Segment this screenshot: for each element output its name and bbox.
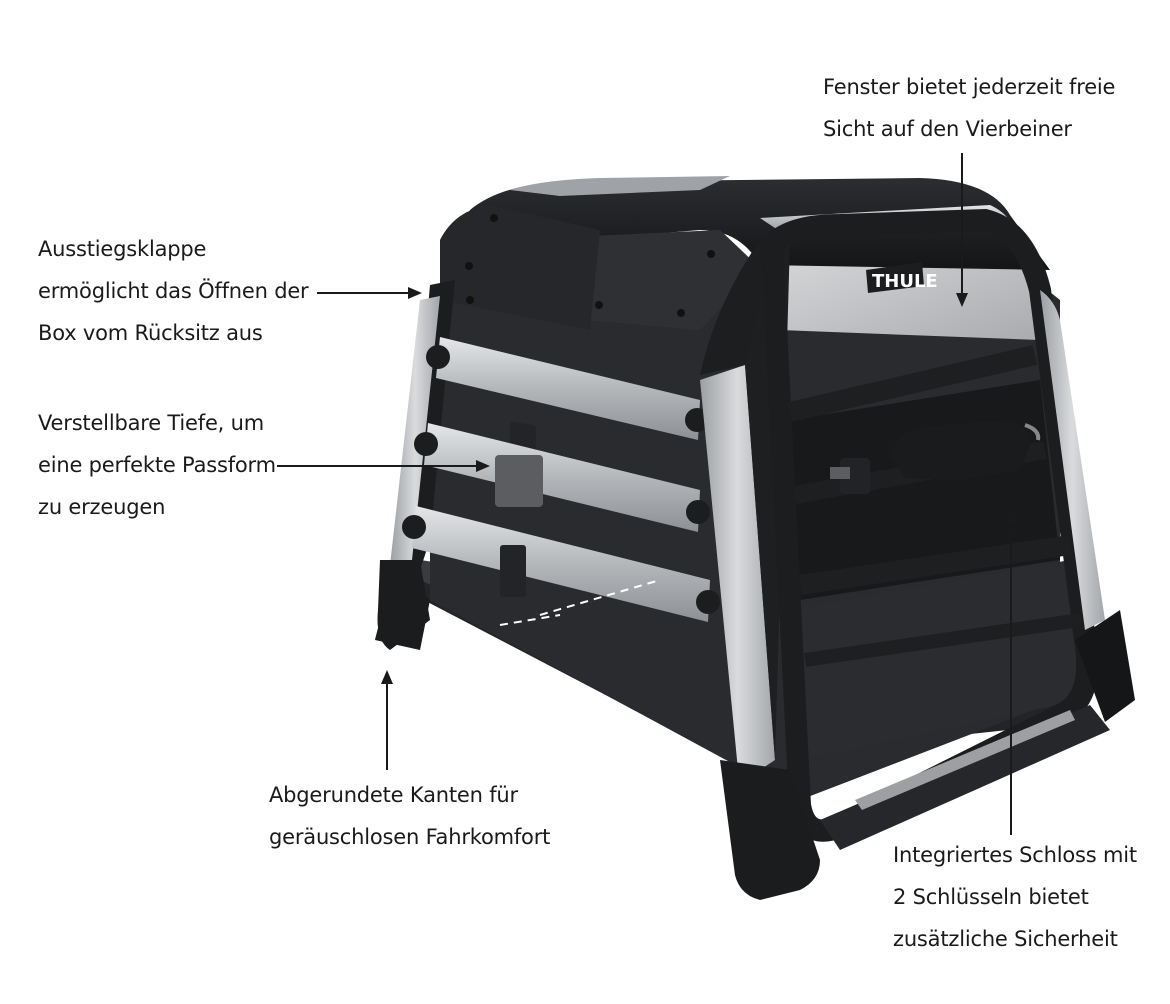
callout-lock: Integriertes Schloss mit 2 Schlüsseln bi… xyxy=(893,834,1137,960)
callout-hatch-line-3: Box vom Rücksitz aus xyxy=(38,321,263,345)
svg-text:THULE: THULE xyxy=(872,271,938,292)
arrow-lock xyxy=(1005,510,1017,835)
callout-hatch-line-2: ermöglicht das Öffnen der xyxy=(38,279,309,303)
callout-hatch: Ausstiegsklappe ermöglicht das Öffnen de… xyxy=(38,228,309,354)
callout-depth-line-3: zu erzeugen xyxy=(38,495,166,519)
callout-edges: Abgerundete Kanten für geräuschlosen Fah… xyxy=(269,774,550,858)
crate-feet xyxy=(377,560,1110,900)
callout-depth-line-2: eine perfekte Passform xyxy=(38,453,276,477)
callout-window-line-2: Sicht auf den Vierbeiner xyxy=(823,117,1072,141)
callout-edges-line-2: geräuschlosen Fahrkomfort xyxy=(269,825,551,849)
callout-lock-line-3: zusätzliche Sicherheit xyxy=(893,927,1118,951)
thule-logo: THULE xyxy=(866,262,938,293)
callout-edges-line-1: Abgerundete Kanten für xyxy=(269,783,518,807)
callout-depth: Verstellbare Tiefe, um eine perfekte Pas… xyxy=(38,402,276,528)
callout-window-line-1: Fenster bietet jederzeit freie xyxy=(823,75,1116,99)
callout-arrows xyxy=(277,153,1017,835)
callout-window: Fenster bietet jederzeit freie Sicht auf… xyxy=(823,66,1115,150)
callout-hatch-line-1: Ausstiegsklappe xyxy=(38,237,207,261)
rail-lower xyxy=(402,506,720,622)
arrow-hatch xyxy=(317,287,422,299)
depth-rails xyxy=(402,337,720,626)
arrow-window xyxy=(956,153,968,307)
arrow-depth xyxy=(277,460,490,472)
callout-lock-line-2: 2 Schlüsseln bietet xyxy=(893,885,1089,909)
callout-depth-line-1: Verstellbare Tiefe, um xyxy=(38,411,264,435)
callout-lock-line-1: Integriertes Schloss mit xyxy=(893,843,1137,867)
rail-middle xyxy=(414,423,710,532)
crate-door xyxy=(700,208,1135,842)
arrow-edges xyxy=(381,670,393,770)
